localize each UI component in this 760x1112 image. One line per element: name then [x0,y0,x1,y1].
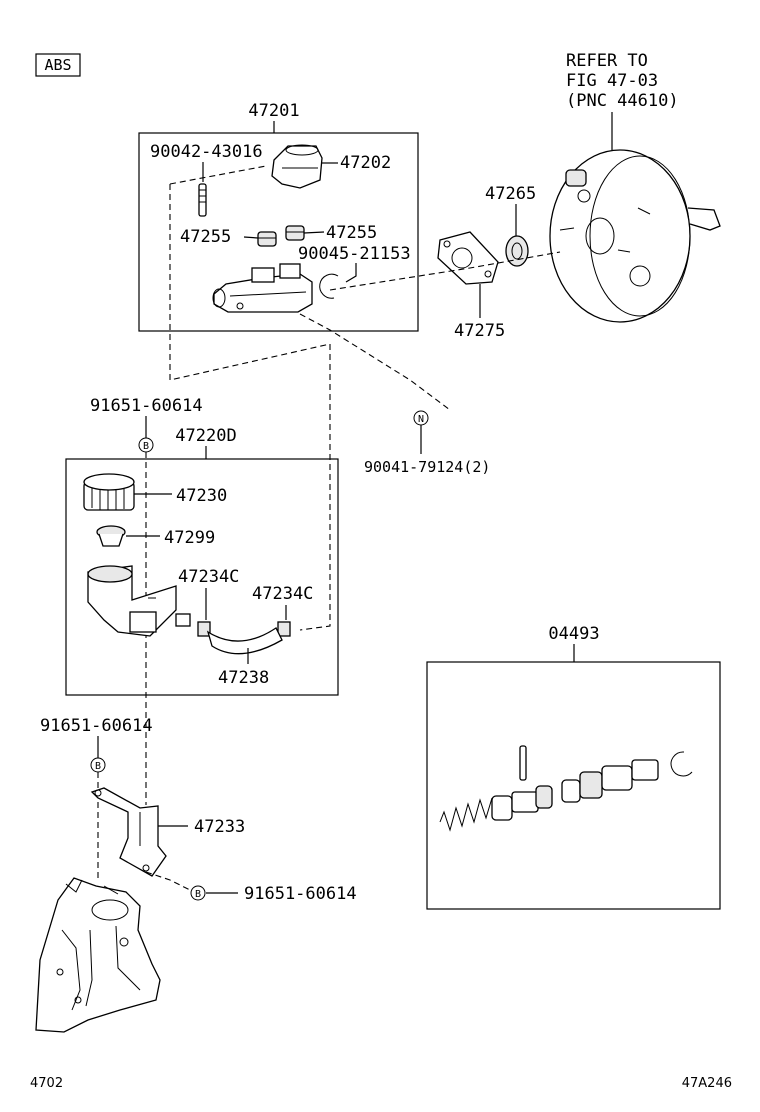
label-47275: 47275 [454,321,505,341]
clip-left-part [197,621,211,637]
master-cylinder-body [212,263,313,313]
b-marker-bottom [190,885,206,901]
kit-pin-part [519,745,527,781]
n-marker-text: N [418,414,424,425]
label-47234C-left: 47234C [178,567,239,587]
clip-right-part [277,621,291,637]
label-04493: 04493 [548,624,599,644]
grommet-right-part [285,225,305,241]
master-cylinder-box [138,132,419,332]
kit-primary-piston [439,785,553,832]
label-90042-43016: 90042-43016 [150,142,263,162]
pin-part [198,183,207,217]
label-47238: 47238 [218,668,269,688]
footer-right: 47A246 [682,1076,732,1091]
gasket-part-47275 [437,231,499,285]
repair-kit-group: 04493 [426,624,721,910]
strainer-part-47299 [96,525,126,547]
label-90045-21153: 90045-21153 [298,244,411,264]
nut-callout: N 90041-79124(2) [364,410,490,476]
label-47201: 47201 [248,101,299,121]
refer-text-line2: FIG 47-03 [566,71,658,91]
brake-booster-group: REFER TO FIG 47-03 (PNC 44610) 47265 472… [169,51,721,411]
label-47234C-right: 47234C [252,584,313,604]
booster-clevis [687,207,721,231]
grommet-left-part [257,231,277,247]
label-47202: 47202 [340,153,391,173]
kit-secondary-piston [561,759,659,803]
cap-part-47230 [83,473,135,511]
abs-badge-text: ABS [44,56,71,74]
label-47255-right: 47255 [326,223,377,243]
label-47233: 47233 [194,817,245,837]
inlet-part-47202 [271,145,323,189]
bracket-group: 91651-60614 B 47233 B 91651-60614 [40,716,357,904]
reservoir-box [65,458,339,696]
refer-text-line1: REFER TO [566,51,648,71]
label-91651-mid: 91651-60614 [40,716,153,736]
label-47299: 47299 [164,528,215,548]
snap-ring-part [319,273,339,299]
label-47265: 47265 [485,184,536,204]
footer-left: 4702 [30,1076,63,1091]
b-marker-mid-text: B [95,761,101,772]
repair-kit-box [426,661,721,910]
label-47230: 47230 [176,486,227,506]
reservoir-group: 91651-60614 B 47220D 47230 47299 [65,396,339,805]
label-90041-79124: 90041-79124(2) [364,458,490,476]
booster-check-valve [565,169,587,187]
abs-badge: ABS [35,53,81,77]
bracket-part-47233 [90,787,167,877]
reservoir-tank [87,565,191,637]
body-panel-sketch [35,877,161,1033]
hose-part-47238 [206,627,283,655]
b-marker-top-text: B [143,441,149,452]
master-cylinder-group: 47201 90042-43016 47202 47255 47255 9004… [138,101,419,332]
label-91651-top: 91651-60614 [90,396,203,416]
b-marker-bottom-text: B [195,889,201,900]
refer-text-line3: (PNC 44610) [566,91,679,111]
label-47255-left: 47255 [180,227,231,247]
label-91651-bottom: 91651-60614 [244,884,357,904]
label-47220D: 47220D [175,426,236,446]
kit-snap-ring [670,751,693,777]
